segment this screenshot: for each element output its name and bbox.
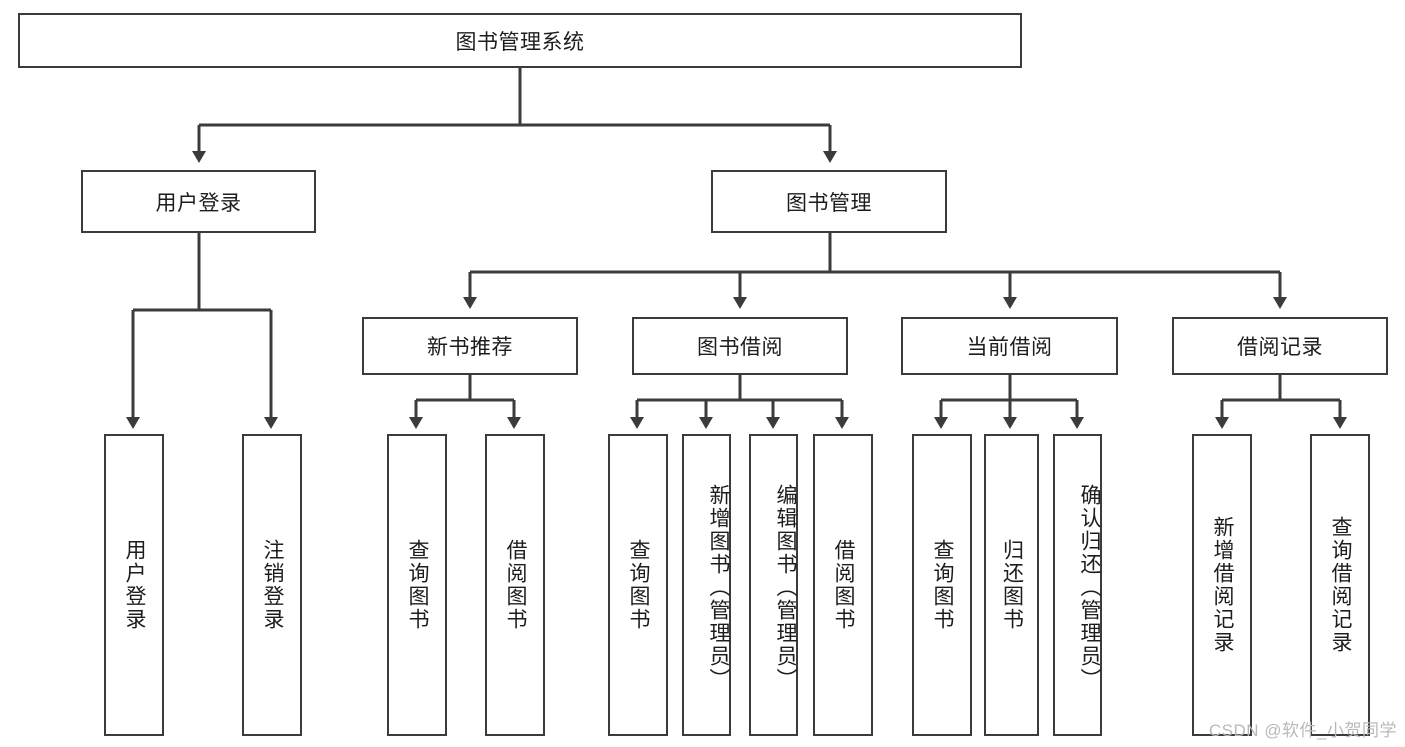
node-label: 借阅图书 (504, 539, 528, 631)
node-label: 查询借阅记录 (1329, 516, 1353, 654)
node-current-borrow[interactable]: 当前借阅 (901, 317, 1118, 375)
node-label: 当前借阅 (966, 336, 1053, 359)
leaf-query-book-current[interactable]: 查询图书 (912, 434, 972, 736)
node-label: 图书管理系统 (455, 30, 585, 54)
node-label: 图书管理 (786, 191, 872, 215)
node-user-login[interactable]: 用户登录 (81, 170, 316, 233)
leaf-borrow-book-recommend[interactable]: 借阅图书 (485, 434, 545, 736)
node-label: 查询图书 (627, 539, 651, 631)
leaf-confirm-return-admin[interactable]: 确认归还（管理员） (1053, 434, 1102, 736)
leaf-return-book[interactable]: 归还图书 (984, 434, 1039, 736)
node-book-borrow[interactable]: 图书借阅 (632, 317, 848, 375)
leaf-add-book-admin[interactable]: 新增图书（管理员） (682, 434, 731, 736)
node-book-management[interactable]: 图书管理 (711, 170, 947, 233)
node-label: 新增图书（管理员） (707, 483, 730, 691)
leaf-logout[interactable]: 注销登录 (242, 434, 302, 736)
node-label: 确认归还（管理员） (1078, 483, 1101, 691)
leaf-user-login[interactable]: 用户登录 (104, 434, 164, 736)
node-label: 注销登录 (261, 539, 285, 631)
node-label: 图书借阅 (697, 336, 783, 359)
node-borrow-record[interactable]: 借阅记录 (1172, 317, 1388, 375)
node-root[interactable]: 图书管理系统 (18, 13, 1022, 68)
node-label: 查询图书 (931, 539, 955, 631)
leaf-query-book-borrow[interactable]: 查询图书 (608, 434, 668, 736)
leaf-borrow-book[interactable]: 借阅图书 (813, 434, 873, 736)
node-label: 借阅记录 (1237, 336, 1323, 359)
node-label: 编辑图书（管理员） (774, 483, 797, 691)
node-label: 查询图书 (406, 539, 430, 631)
node-new-book-recommend[interactable]: 新书推荐 (362, 317, 578, 375)
leaf-edit-book-admin[interactable]: 编辑图书（管理员） (749, 434, 798, 736)
watermark: CSDN @软件_小贺同学 (1208, 721, 1397, 740)
node-label: 新增借阅记录 (1211, 516, 1235, 654)
node-label: 新书推荐 (427, 336, 513, 359)
leaf-add-borrow-record[interactable]: 新增借阅记录 (1192, 434, 1252, 736)
leaf-query-borrow-record[interactable]: 查询借阅记录 (1310, 434, 1370, 736)
node-label: 用户登录 (123, 539, 147, 631)
leaf-query-book-recommend[interactable]: 查询图书 (387, 434, 447, 736)
node-label: 借阅图书 (832, 539, 856, 631)
node-label: 归还图书 (1000, 539, 1024, 631)
node-label: 用户登录 (155, 191, 242, 215)
